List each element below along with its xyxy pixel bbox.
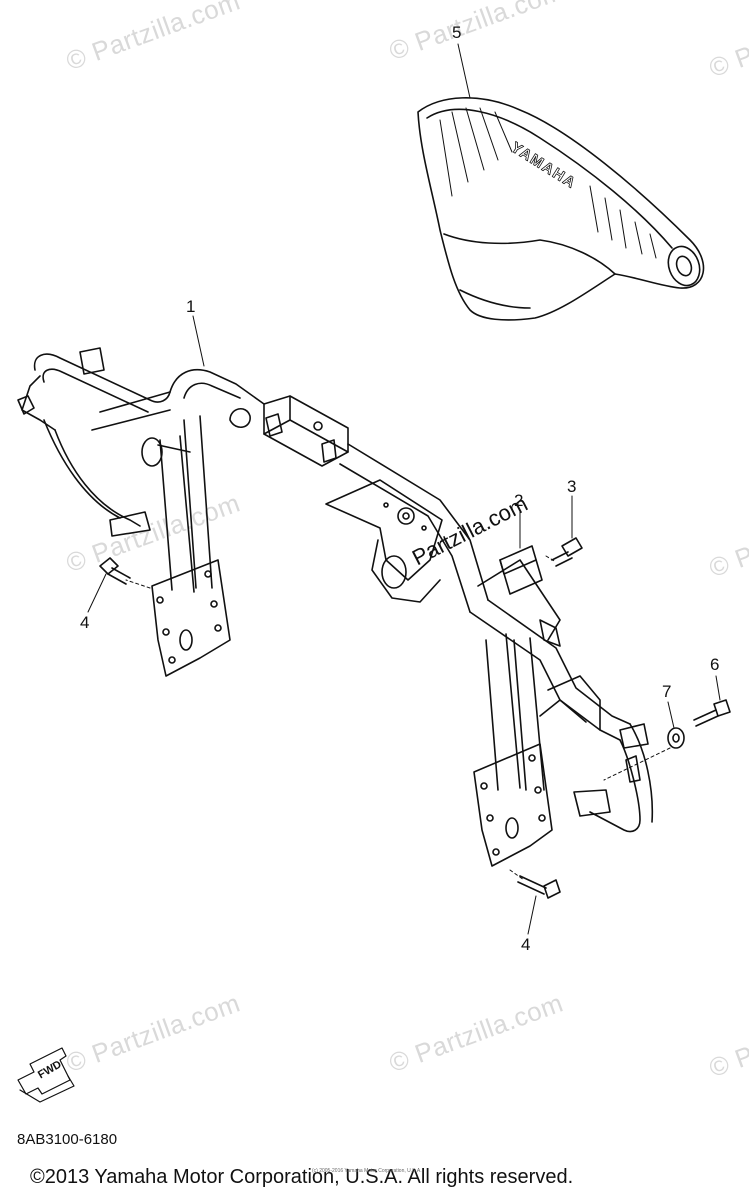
handlebar-pad: YAMAHA bbox=[417, 97, 705, 321]
leader-lines bbox=[87, 43, 721, 935]
part-bolt-4-left bbox=[99, 557, 131, 585]
part-washer-7 bbox=[667, 727, 685, 749]
copyright-notice: ©2013 Yamaha Motor Corporation, U.S.A. A… bbox=[30, 1166, 574, 1188]
part-bolt-6 bbox=[693, 699, 731, 727]
part-clip bbox=[499, 545, 543, 595]
fwd-arrow-icon bbox=[17, 1047, 75, 1103]
callout-4: 4 bbox=[521, 935, 531, 954]
callout-2: 2 bbox=[514, 491, 524, 510]
diagram-code: 8AB3100-6180 bbox=[17, 1131, 118, 1148]
callout-4: 4 bbox=[80, 613, 90, 632]
callout-7: 7 bbox=[662, 682, 672, 701]
callout-5: 5 bbox=[452, 23, 462, 42]
callout-6: 6 bbox=[710, 655, 720, 674]
callout-1: 1 bbox=[186, 297, 196, 316]
handlebar-frame bbox=[17, 347, 654, 867]
part-bolt-4-right bbox=[517, 875, 561, 899]
part-bolt-3 bbox=[551, 537, 583, 567]
callout-3: 3 bbox=[567, 477, 577, 496]
tiny-credit: (c) 2005-2016 Yamaha Motor Corporation, … bbox=[312, 1168, 422, 1174]
pad-brand-logo: YAMAHA bbox=[508, 139, 579, 192]
